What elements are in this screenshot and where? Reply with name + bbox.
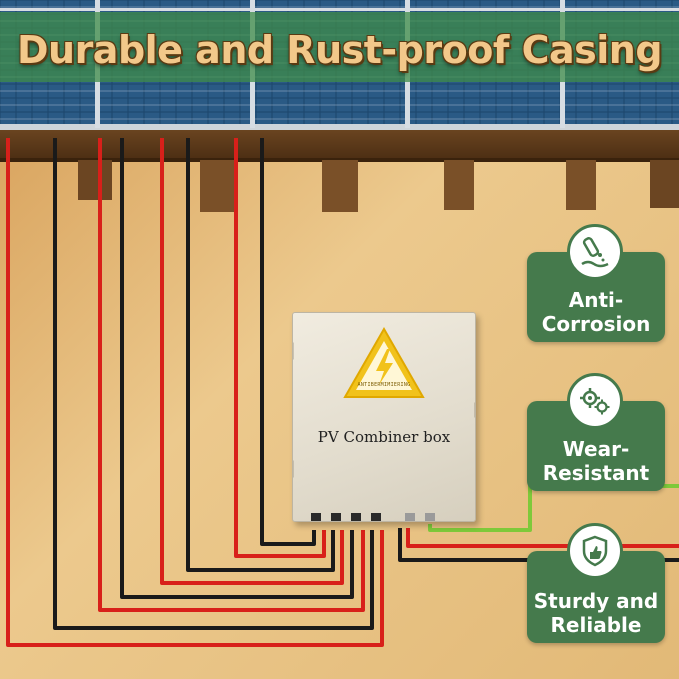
badge-wear-resistant: Wear- Resistant [527, 373, 665, 491]
shield-thumbs-up-icon [567, 523, 623, 579]
badge-line-1: Anti- [568, 288, 624, 312]
badge-line-2: Resistant [542, 461, 650, 485]
flask-corrosion-icon [567, 224, 623, 280]
product-label: PV Combiner box [317, 428, 451, 446]
badge-anti-corrosion: Anti- Corrosion [527, 224, 665, 342]
warning-label: ANTIBERMIMIERING [357, 382, 411, 388]
badge-line-2: Corrosion [541, 312, 651, 336]
combiner-box: ANTIBERMIMIERING PV Combiner box [292, 312, 476, 522]
headline: Durable and Rust-proof Casing [16, 28, 663, 72]
badge-line-1: Wear- [562, 437, 630, 461]
badge-sturdy-reliable: Sturdy and Reliable [527, 523, 665, 643]
solar-panels [0, 0, 679, 130]
gears-icon [567, 373, 623, 429]
badge-line-2: Reliable [550, 613, 642, 637]
high-voltage-warning-icon [343, 327, 425, 398]
badge-line-1: Sturdy and [533, 589, 659, 613]
roof-beams [0, 130, 679, 212]
